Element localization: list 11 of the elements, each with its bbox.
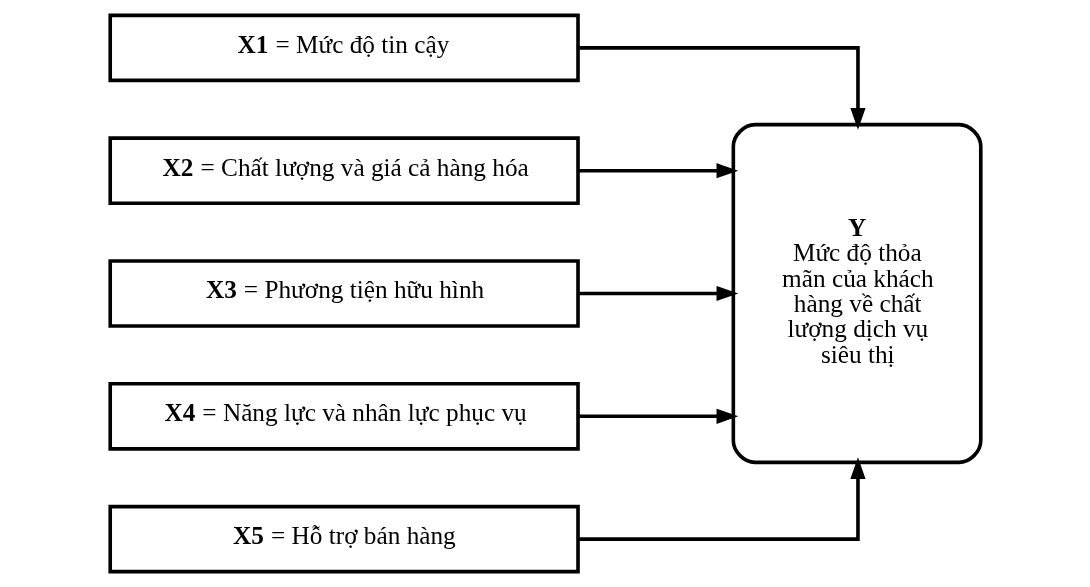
node-box: X3 = Phương tiện hữu hình [107,259,580,328]
arrow [578,46,866,130]
arrow [577,163,738,179]
node-box: X1 = Mức độ tin cậy [107,13,580,83]
arrow [577,285,738,302]
node-box: Y Mức độ thỏa mãn của khách hàng về chất lượng dịch vụ siêu thị [731,122,983,465]
node-box: X4 = Năng lực và nhân lực phục vụ [107,382,580,451]
arrow [578,457,866,541]
node-box: X2 = Chất lượng và giá cả hàng hóa [107,136,580,205]
arrow [577,408,738,424]
node-box: X5 = Hỗ trợ bán hàng [107,504,580,574]
